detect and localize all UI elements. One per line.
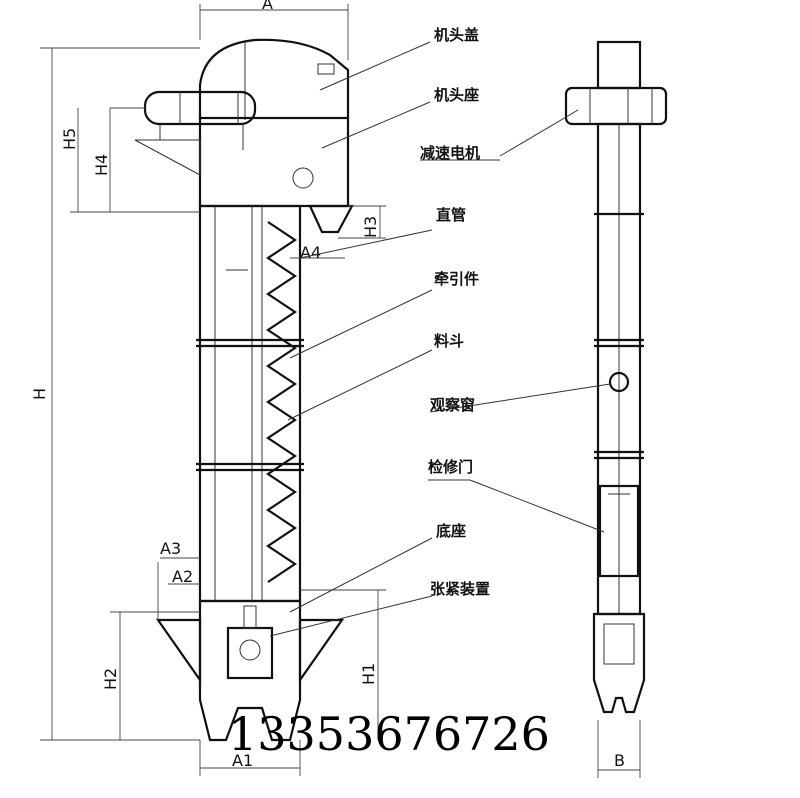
front-dimensions: A H H5 H4 H3 A4 A3 A2 H2 H1 A1 [30,0,386,776]
watermark-phone: 13353676726 [228,707,550,761]
discharge-chute [308,204,354,234]
label-head-seat: 机头座 [434,86,479,104]
label-head-cover: 机头盖 [434,26,479,44]
dim-H: H [30,388,49,400]
label-access-door: 检修门 [428,458,473,476]
side-view: B [564,40,668,778]
dim-A2: A2 [172,567,193,586]
dim-A3: A3 [160,539,181,558]
dim-B: B [614,751,625,770]
label-gear-motor: 减速电机 [420,144,480,162]
access-door [598,484,640,578]
label-bucket: 料斗 [434,332,464,350]
side-motor-shaft [596,40,642,90]
head-seat [198,116,350,208]
dim-A1: A1 [232,751,253,770]
dim-A4: A4 [300,243,321,262]
dim-A: A [262,0,273,13]
dim-H2: H2 [101,668,120,690]
label-tension-device: 张紧装置 [430,580,490,598]
dim-H3: H3 [361,216,380,238]
buckets [266,221,297,583]
label-base: 底座 [436,522,466,540]
side-base [592,612,646,714]
sight-window [608,371,630,393]
labels: 机头盖 机头座 减速电机 直管 牵引件 料斗 观察窗 检修门 底座 张紧装置 [269,26,611,637]
label-straight-pipe: 直管 [436,206,466,224]
dim-H1: H1 [359,663,378,685]
side-gear-motor [564,86,668,126]
label-traction-member: 牵引件 [434,270,479,288]
front-view [134,38,354,742]
head-cover [198,38,350,120]
dim-H5: H5 [60,128,79,150]
dim-H4: H4 [92,154,111,176]
label-sight-window: 观察窗 [430,396,475,414]
tension-device [226,626,274,680]
